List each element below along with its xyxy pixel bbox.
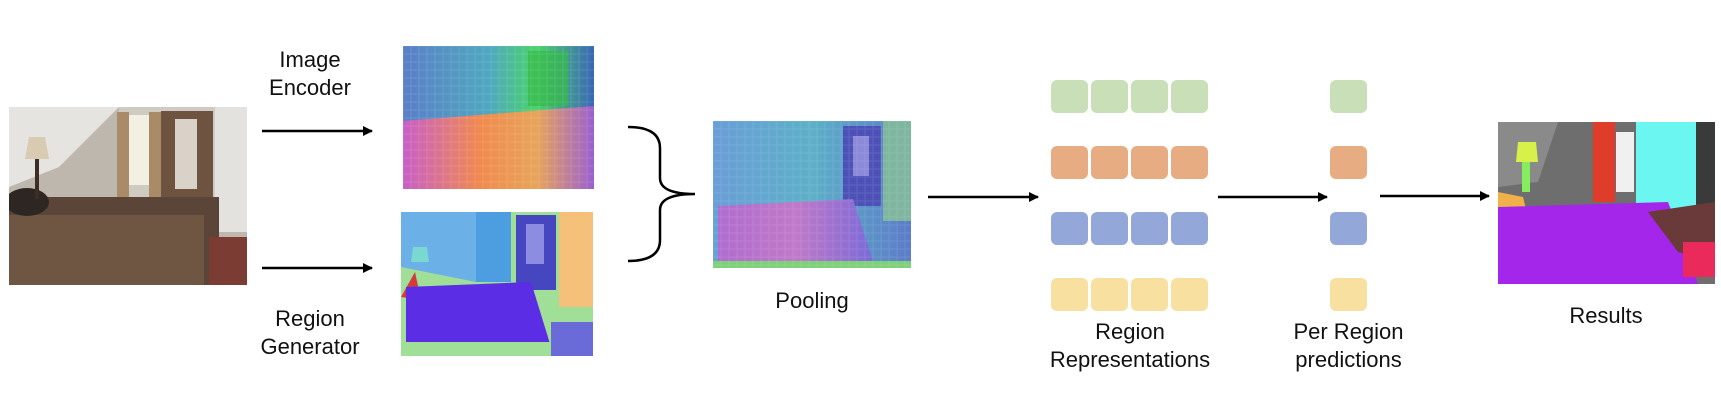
prediction-cell [1330,278,1367,311]
per-region-predictions-column [1330,80,1367,316]
representation-cell [1131,146,1168,179]
results-label: Results [1569,303,1643,328]
region-representations-label-line1: Region [1095,319,1165,344]
merge-bracket [627,125,696,263]
per-region-predictions-label: Per Region predictions [1270,318,1427,374]
representation-cell [1171,146,1208,179]
representation-cell [1131,278,1168,311]
region-representations-label: Region Representations [1030,318,1230,374]
representation-cell [1051,212,1088,245]
per-region-predictions-label-line1: Per Region [1293,319,1404,344]
region-generator-label-line1: Region [275,306,345,331]
region-representations-label-line2: Representations [1049,347,1211,372]
pooling-label: Pooling [775,288,849,313]
representation-cell [1051,80,1088,113]
per-region-predictions-label-line2: predictions [1295,347,1402,372]
encoder-feature-map [403,46,594,189]
representation-cell [1131,80,1168,113]
representation-cell [1171,212,1208,245]
results-segmentation [1498,122,1715,284]
representation-cell [1051,278,1088,311]
image-encoder-label: Image Encoder [240,46,380,102]
representation-cell [1091,278,1128,311]
prediction-cell [1330,146,1367,179]
image-encoder-label-line1: Image [279,47,341,72]
region-generator-label: Region Generator [240,305,380,361]
representation-cell [1091,212,1128,245]
representation-cell [1091,146,1128,179]
image-encoder-label-line2: Encoder [269,75,351,100]
representation-cell [1131,212,1168,245]
representation-cell [1091,80,1128,113]
prediction-cell [1330,80,1367,113]
input-photo [9,107,247,285]
pooled-map [713,121,911,268]
prediction-cell [1330,212,1367,245]
representation-cell [1171,278,1208,311]
representation-cell [1171,80,1208,113]
representation-cell [1051,146,1088,179]
region-representations-grid [1051,80,1210,316]
region-generator-label-line2: Generator [260,334,360,359]
region-generator-map [401,212,593,356]
